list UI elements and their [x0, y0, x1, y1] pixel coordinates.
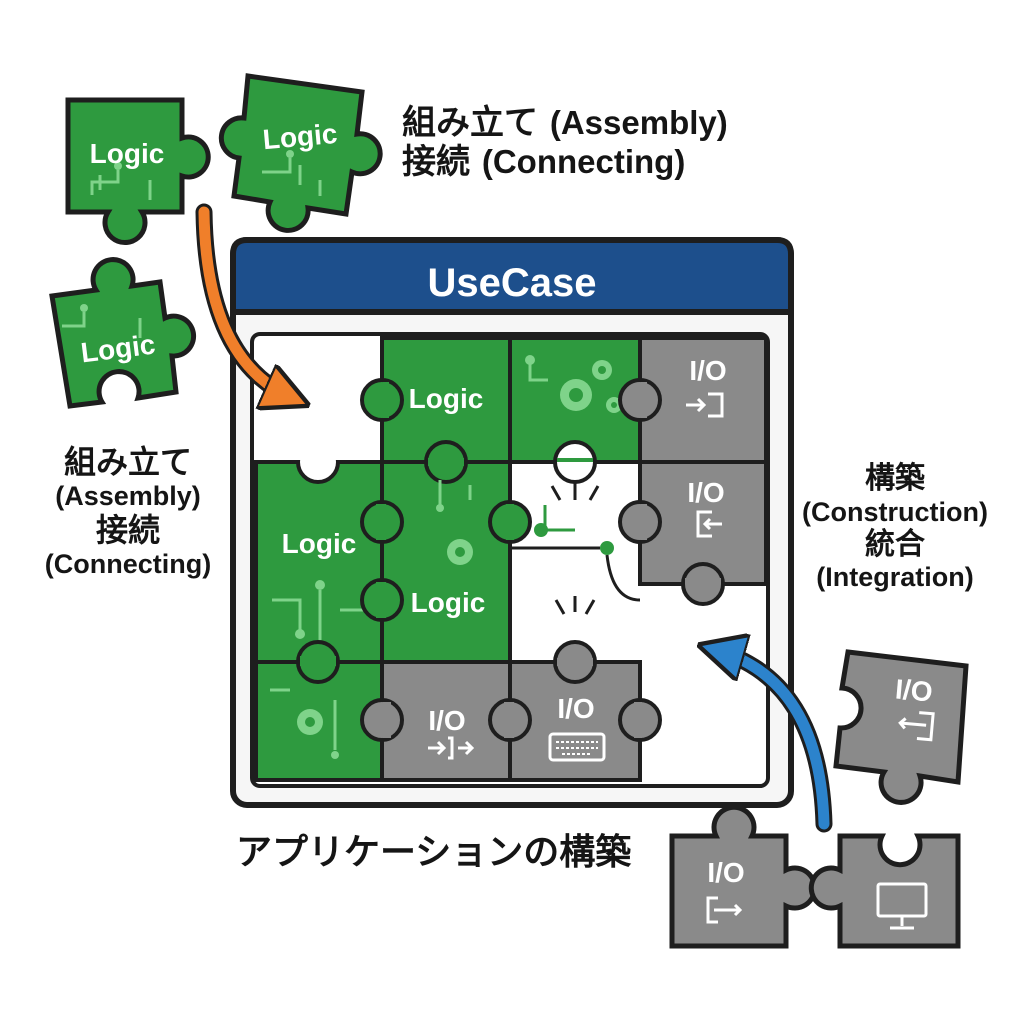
- loose-piece-logic-3: Logic: [49, 257, 197, 409]
- loose-piece-logic-2: Logic: [218, 73, 383, 233]
- right-caption: 構築 (Construction) 統合 (Integration): [790, 461, 1000, 593]
- loose-piece-logic-1: Logic: [65, 97, 211, 245]
- usecase-title: UseCase: [427, 261, 596, 305]
- right-caption-line-3: 統合: [865, 526, 925, 562]
- output-arrow-icon: [706, 896, 743, 924]
- loose-io-bottom-left-label: I/O: [707, 857, 744, 888]
- puzzle-grid: Logic I/O: [254, 336, 768, 782]
- output-arrow-icon: [898, 711, 935, 742]
- grid-io-top-right-label: I/O: [689, 355, 726, 386]
- grid-piece-io-mid-right: I/O: [618, 460, 768, 606]
- left-caption-line-3: 接続: [95, 510, 160, 549]
- input-arrow-icon: [428, 736, 475, 760]
- left-caption-line-2: (Assembly): [55, 480, 201, 511]
- input-arrow-icon: [686, 392, 724, 418]
- grid-io-bottom-label: I/O: [428, 705, 465, 736]
- top-caption-en-1: (Assembly): [549, 104, 728, 141]
- right-caption-line-2: (Construction): [802, 496, 988, 527]
- output-arrow-icon: [696, 510, 722, 538]
- grid-piece-logic-center: Logic: [360, 440, 532, 664]
- assembly-arrow: [198, 206, 292, 398]
- grid-logic-left-label: Logic: [282, 528, 357, 559]
- grid-io-mid-right-label: I/O: [687, 477, 724, 508]
- left-caption-line-4: (Connecting): [44, 548, 212, 579]
- top-caption-jp-2: 接続: [402, 142, 470, 183]
- monitor-icon: [876, 882, 928, 930]
- usecase-header: [230, 237, 794, 315]
- grid-io-keyboard-label: I/O: [557, 693, 594, 724]
- left-caption-line-1: 組み立て: [63, 443, 192, 481]
- loose-logic-2-label: Logic: [261, 118, 338, 155]
- keyboard-icon: [548, 732, 606, 762]
- top-caption: 組み立て (Assembly) 接続 (Connecting): [402, 103, 728, 183]
- right-caption-line-1: 構築: [865, 461, 925, 496]
- loose-piece-io-bottom-left: I/O: [669, 804, 818, 949]
- grid-piece-io-keyboard: I/O: [488, 640, 662, 782]
- left-caption: 組み立て (Assembly) 接続 (Connecting): [28, 444, 228, 580]
- grid-logic-center-label: Logic: [411, 587, 486, 618]
- right-caption-line-4: (Integration): [816, 562, 974, 593]
- grid-piece-io-top-right: I/O: [618, 336, 768, 464]
- bottom-caption: アプリケーションの構築: [236, 832, 632, 873]
- top-caption-jp-1: 組み立て: [402, 103, 538, 143]
- loose-logic-1-label: Logic: [90, 138, 165, 169]
- empty-slot-connectors: [512, 440, 641, 615]
- grid-piece-logic-left: Logic: [254, 438, 384, 664]
- integration-arrow: [716, 650, 830, 830]
- loose-io-right-label: I/O: [894, 673, 934, 707]
- grid-piece-io-bottom: I/O: [360, 660, 512, 782]
- grid-piece-logic-top: Logic: [360, 336, 512, 464]
- loose-piece-monitor: [808, 833, 961, 949]
- grid-logic-top-label: Logic: [409, 383, 484, 414]
- loose-piece-io-right: I/O: [833, 649, 969, 805]
- top-caption-en-2: (Connecting): [481, 143, 686, 181]
